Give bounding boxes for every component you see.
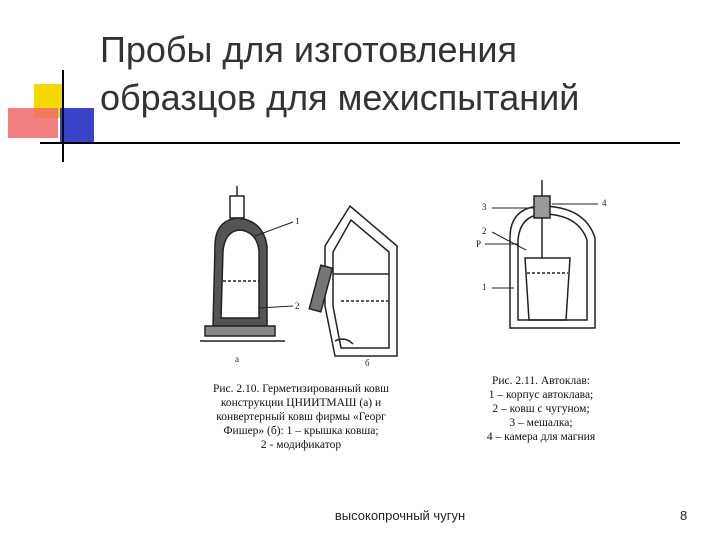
label-p: P <box>476 239 481 249</box>
title-line-2: образцов для мехиспытаний <box>100 77 580 118</box>
ladle-diagram: 1 2 а б <box>200 186 398 368</box>
label-b: б <box>365 358 370 368</box>
label-2: 2 <box>295 301 300 311</box>
leader-2 <box>491 231 527 251</box>
ladle-b-modifier-chamber <box>308 264 334 313</box>
caption-left-line-3: конвертерный ковш фирмы «Георг <box>216 411 386 423</box>
caption-left-line-5: 2 - модификатор <box>260 439 342 451</box>
magnesium-chamber <box>533 195 551 219</box>
autoclave-diagram: 3 2 P 1 4 <box>476 180 607 329</box>
ladle-with-iron <box>524 257 571 321</box>
label-3: 3 <box>482 202 487 212</box>
label-2r: 2 <box>482 226 487 236</box>
blue-square <box>60 108 94 142</box>
ladle-a-leader-2 <box>258 305 294 309</box>
caption-left-line-1: Рис. 2.10. Герметизированный ковш <box>213 383 389 395</box>
caption-right-line-5: 4 – камера для магния <box>486 431 596 443</box>
label-a: а <box>235 354 239 364</box>
ladle-a-cavity <box>220 229 260 319</box>
label-1r: 1 <box>482 282 487 292</box>
caption-right: Рис. 2.11. Автоклав: 1 – корпус автоклав… <box>466 374 616 444</box>
ladle-b-inner <box>332 218 390 349</box>
page-number: 8 <box>680 508 688 523</box>
ladle-a <box>200 186 294 342</box>
ladle-b-spout <box>334 338 354 345</box>
title-line-1: Пробы для изготовления <box>100 29 518 70</box>
caption-right-line-3: 2 – ковш с чугуном; <box>492 403 590 415</box>
red-square <box>8 108 58 138</box>
caption-left: Рис. 2.10. Герметизированный ковш констр… <box>176 382 426 452</box>
corner-decoration <box>8 70 100 162</box>
caption-right-line-4: 3 – мешалка; <box>509 417 573 429</box>
slide-title: Пробы для изготовления образцов для мехи… <box>100 26 700 122</box>
ladle-a-lid-mechanism <box>229 195 245 219</box>
caption-left-line-2: конструкции ЦНИИТМАШ (а) и <box>220 397 382 409</box>
label-4: 4 <box>602 198 607 208</box>
ladle-b <box>308 204 398 357</box>
caption-right-line-1: Рис. 2.11. Автоклав: <box>492 375 590 387</box>
ladle-a-leader-1 <box>254 221 294 237</box>
ladle-b-outer <box>324 204 398 357</box>
slide-footer: высокопрочный чугун <box>334 508 466 523</box>
title-underline <box>40 142 680 144</box>
caption-left-line-4: Фишер» (б): 1 – крышка ковша; <box>223 425 379 437</box>
ladle-a-base <box>204 325 276 337</box>
label-1: 1 <box>295 216 300 226</box>
caption-right-line-2: 1 – корпус автоклава; <box>488 389 594 401</box>
